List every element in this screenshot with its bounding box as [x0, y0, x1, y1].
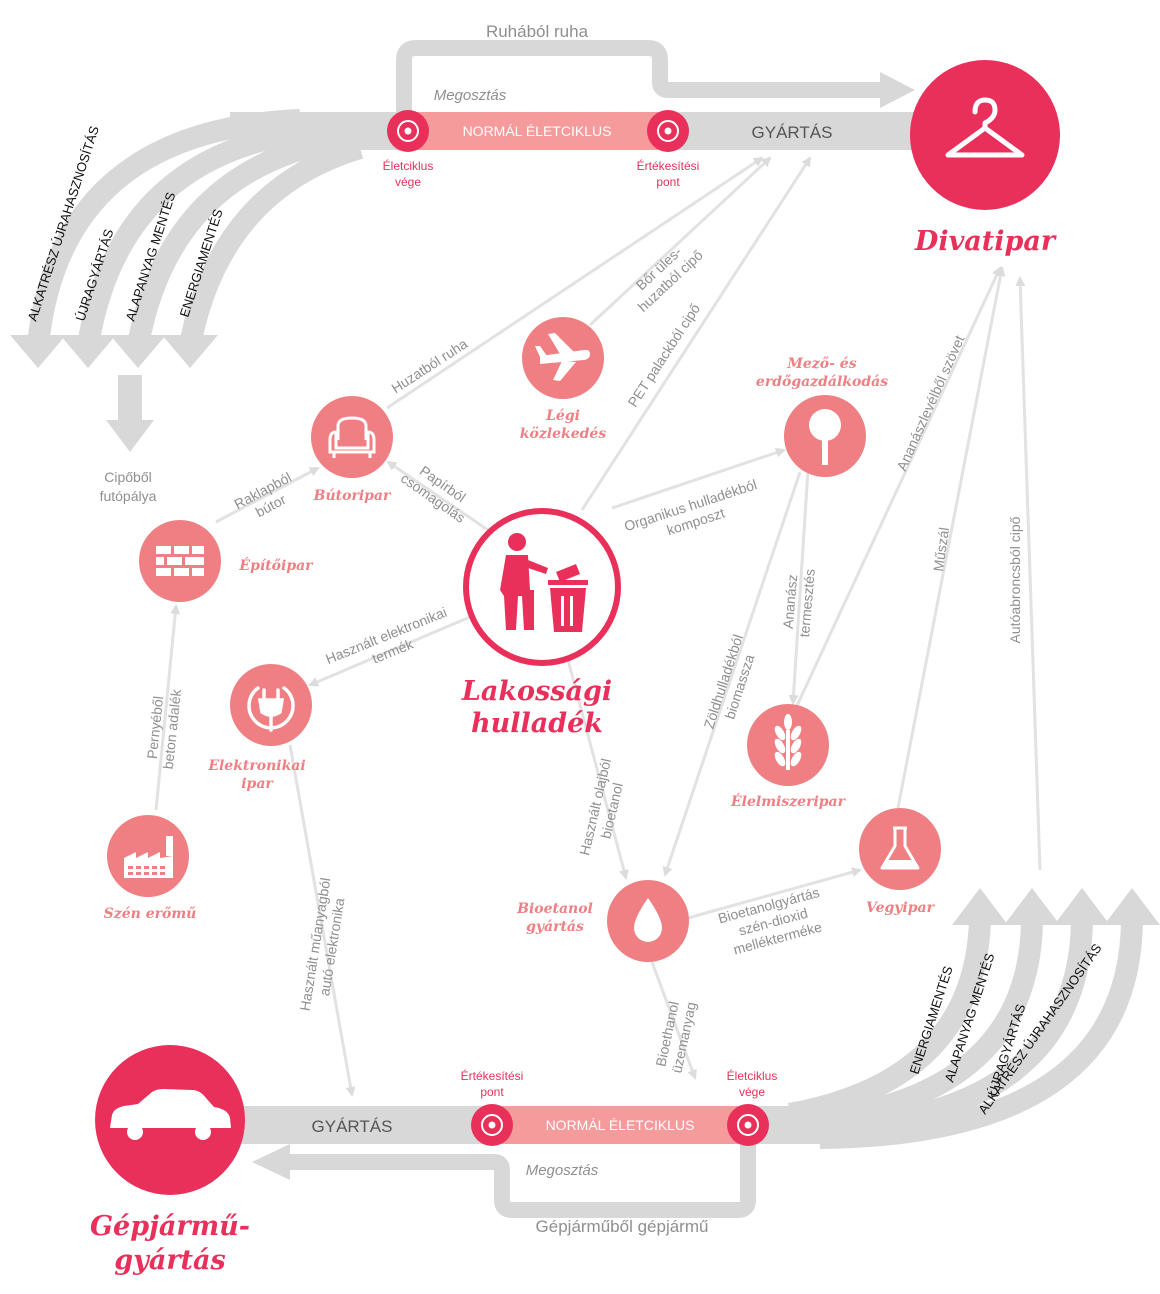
construction-label: Építőipar	[238, 556, 314, 574]
top-sales-point-dot	[647, 110, 689, 152]
armchair-icon	[328, 416, 376, 458]
trash-person-icon	[500, 533, 588, 632]
bottom-loop-arrowhead	[252, 1144, 290, 1180]
flow-pineapple-fibre: Ananászlevélből szövet	[893, 333, 967, 473]
furniture-label: Bútoripar	[313, 488, 392, 504]
flow-fly-ash: Pernyébőlbeton adalék	[143, 686, 184, 770]
factory-windows	[128, 866, 165, 875]
automotive-label: Gépjármű-gyártás	[90, 1211, 250, 1276]
factory-icon	[124, 836, 173, 878]
plug-icon	[247, 686, 295, 732]
down-arrow	[106, 375, 154, 452]
top-sharing-label: Megosztás	[434, 87, 507, 104]
bottom-production-label: GYÁRTÁS	[312, 1117, 393, 1136]
flow-organic: Organikus hulladékbólkomposzt	[622, 476, 764, 550]
flow-paper: Papírbólcsomagolás	[398, 456, 478, 526]
flask-liquid	[882, 860, 918, 868]
flow-pallet: Raklapbólbútor	[231, 469, 301, 527]
bottom-band: ENERGIAMENTÉS ALAPANYAG MENTÉS ÚJRAGYÁRT…	[230, 888, 1160, 1236]
flow-pet: PET palackból cipő	[625, 301, 704, 410]
flow-synthetic: Műszál	[930, 526, 952, 572]
bottom-lifecycle-band	[490, 1106, 748, 1144]
bricks-icon	[156, 546, 204, 576]
flow-plastic: Használt műanyagbólautó elektronika	[297, 876, 351, 1014]
flow-green: Zöldhulladékbólbiomassza	[700, 632, 762, 735]
bottom-streams	[788, 919, 1143, 1149]
flow-oil: Használt olajbólbioetanol	[576, 757, 630, 861]
food-label: Élelmiszeripar	[730, 792, 847, 810]
bottom-loop-label: Gépjárműből gépjármű	[536, 1217, 709, 1236]
chemical-node: Vegyipar	[859, 808, 941, 916]
bottom-end-of-life-dot	[727, 1104, 769, 1146]
top-lifecycle-label: NORMÁL ÉLETCIKLUS	[463, 123, 612, 139]
flow-arrows	[154, 156, 1042, 1097]
flow-pineapple-grow: Ananásztermesztés	[779, 567, 818, 638]
coal-node: Szén erőmű	[104, 815, 197, 922]
bottom-loop-arrow	[290, 1145, 756, 1218]
flow-seat: Bőr üles-huzatból cipő	[623, 234, 706, 315]
top-loop-arrowhead	[880, 72, 915, 108]
bottom-lifecycle-label: NORMÁL ÉLETCIKLUS	[546, 1117, 695, 1133]
car-icon	[110, 1089, 231, 1140]
top-end-of-life-dot	[387, 110, 429, 152]
tree-icon	[809, 409, 841, 465]
trash-lines	[561, 596, 564, 626]
flow-fuel: Bioethanolüzemanyag	[652, 997, 699, 1075]
bottom-stream-heads	[952, 888, 1160, 925]
top-production-label: GYÁRTÁS	[752, 123, 833, 142]
top-stream-heads	[10, 335, 218, 368]
top-loop-arrow	[396, 40, 880, 118]
flow-co2: Bioetanolgyártásszén-dioxidmellékterméke	[716, 884, 830, 959]
chemical-label: Vegyipar	[866, 900, 936, 916]
automotive-node: Gépjármű-gyártás	[90, 1045, 250, 1276]
fashion-label: Divatipar	[914, 226, 1057, 257]
bottom-sharing-label: Megosztás	[526, 1162, 599, 1179]
top-lifecycle-band	[405, 112, 670, 150]
fashion-node: Divatipar	[910, 60, 1060, 257]
hanger-icon	[945, 97, 1025, 158]
construction-node: Építőipar	[139, 520, 314, 602]
furniture-node: Bútoripar	[311, 396, 393, 504]
trash-lines-2	[570, 596, 573, 626]
flow-tyre: Autóabroncsból cipő	[1007, 516, 1023, 643]
food-node: Élelmiszeripar	[730, 704, 847, 810]
top-band: ALKATRÉSZ ÚJRAHASZNOSÍTÁS ÚJRAGYÁRTÁS AL…	[10, 22, 930, 452]
drop-icon	[634, 898, 662, 942]
bottom-sales-point-dot	[471, 1104, 513, 1146]
flow-upholstery: Huzatból ruha	[388, 335, 470, 396]
coal-label: Szén erőmű	[104, 906, 197, 922]
airplane-icon	[535, 333, 590, 381]
top-streams	[27, 109, 364, 348]
top-loop-label: Ruhából ruha	[486, 22, 589, 41]
wheat-icon	[774, 714, 802, 770]
